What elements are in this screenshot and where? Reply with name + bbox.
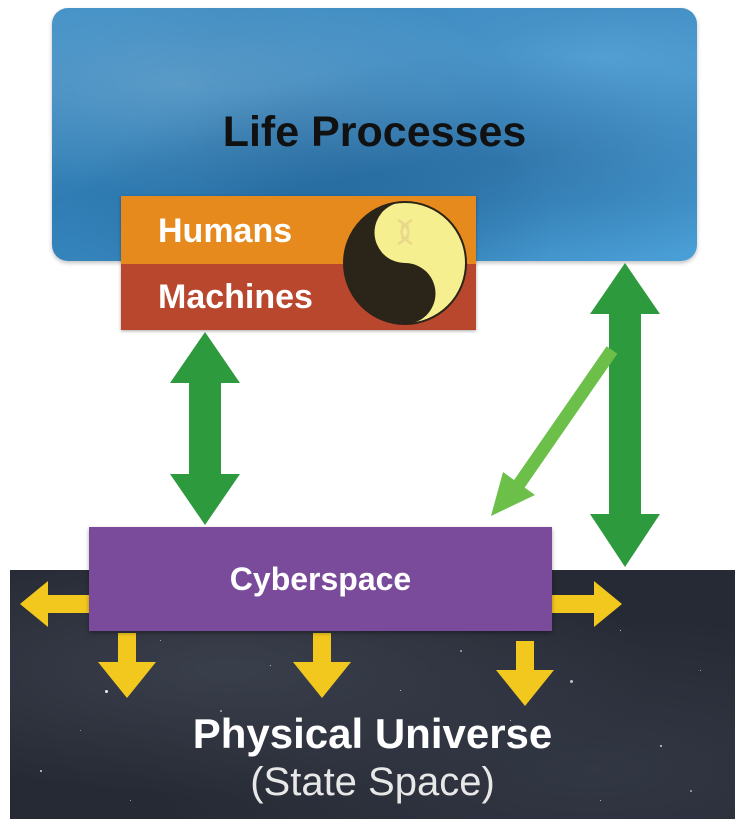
diagonal-arrow-head xyxy=(491,472,535,516)
cyberspace-box: Cyberspace xyxy=(89,527,552,631)
yellow-arrow-left xyxy=(20,581,89,627)
yin-yang-icon xyxy=(343,201,467,325)
physical-universe-title: Physical Universe xyxy=(192,710,553,757)
humans-label: Humans xyxy=(158,212,293,250)
cyberspace-label: Cyberspace xyxy=(229,561,412,597)
yellow-arrow-down-3 xyxy=(496,641,554,706)
physical-universe-subtitle: (State Space) xyxy=(250,760,495,804)
power-icon xyxy=(391,275,419,306)
actors-box: Humans Machines xyxy=(121,196,476,330)
yellow-arrow-down-1 xyxy=(98,633,156,698)
machines-label: Machines xyxy=(158,278,313,316)
double-arrow-life-physical xyxy=(590,263,660,567)
diagonal-arrow-shaft xyxy=(507,346,618,497)
life-processes-title: Life Processes xyxy=(222,108,527,156)
double-arrow-actors-cyberspace xyxy=(170,332,240,525)
yellow-arrow-right xyxy=(552,581,622,627)
dna-icon xyxy=(397,218,413,246)
yellow-arrow-down-2 xyxy=(293,633,351,698)
